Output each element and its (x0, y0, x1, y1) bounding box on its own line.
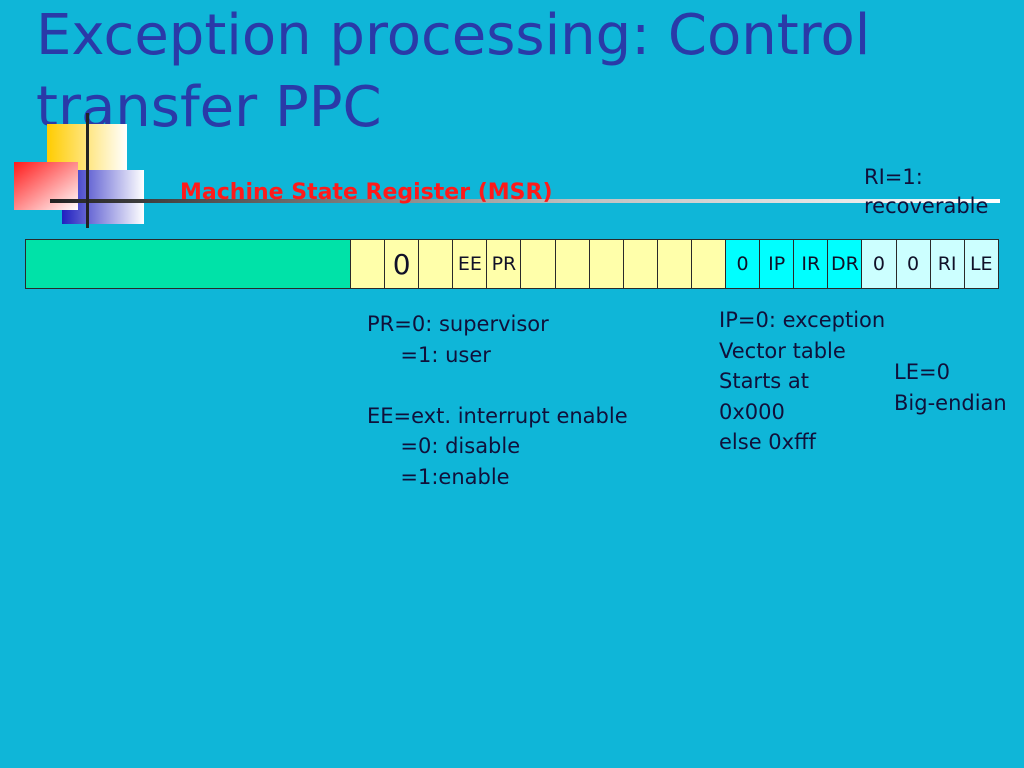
msr-bit-empty (418, 240, 453, 288)
msr-bit-empty (554, 240, 589, 288)
msr-bit-pr: PR (486, 240, 521, 288)
msr-reserved-field (26, 240, 350, 288)
msr-bit-ee: EE (452, 240, 487, 288)
msr-bit-empty (622, 240, 657, 288)
deco-red-square (14, 162, 78, 210)
msr-bit-0: 0 (895, 240, 930, 288)
slide-title: Exception processing: Control transfer P… (36, 3, 871, 140)
msr-bit-le: LE (963, 240, 998, 288)
msr-bit-0: 0 (725, 240, 760, 288)
msr-bit-empty (588, 240, 623, 288)
msr-bit-ip: IP (759, 240, 794, 288)
msr-bit-empty (520, 240, 555, 288)
msr-bit-ri: RI (929, 240, 964, 288)
msr-bit-dr: DR (827, 240, 862, 288)
msr-bit-0: 0 (861, 240, 896, 288)
ip-note: IP=0: exception Vector table Starts at 0… (719, 308, 886, 455)
ri-note: RI=1: recoverable (864, 165, 989, 218)
le-note: LE=0 Big-endian (894, 360, 1007, 415)
msr-bit-empty (656, 240, 691, 288)
deco-blue-square (62, 170, 144, 224)
msr-bit-0: 0 (384, 240, 419, 288)
msr-label: Machine State Register (MSR) (180, 180, 553, 205)
msr-bit-ir: IR (793, 240, 828, 288)
msr-bit-empty (690, 240, 726, 288)
msr-bit-empty (350, 240, 385, 288)
pr-ee-note: PR=0: supervisor =1: user EE=ext. interr… (367, 312, 628, 489)
